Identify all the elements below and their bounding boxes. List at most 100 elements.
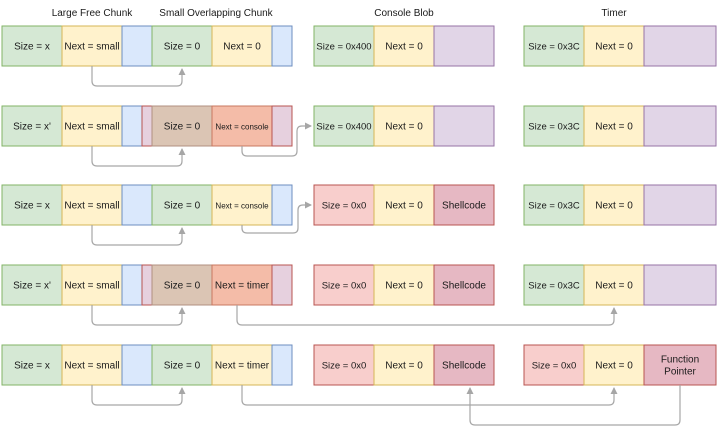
timer-data-cell-row-3 (643, 184, 717, 226)
next-cell-label-row-1: Next = small (64, 42, 119, 53)
size-cell-row-2 (1, 105, 63, 147)
data-cell-row-4 (121, 264, 143, 306)
console-size-cell-label-row-4: Size = 0x0 (322, 281, 367, 292)
small-data-cell-row-4 (271, 264, 293, 306)
small-size-cell-row-4 (151, 264, 213, 306)
function-pointer-to-shellcode-arrow (466, 385, 681, 426)
small-size-cell-label-row-2: Size = 0 (164, 122, 201, 133)
header-console-blob: Console Blob (374, 8, 434, 19)
small-data-cell-row-2 (271, 105, 293, 147)
header-large-free-chunk: Large Free Chunk (52, 8, 134, 19)
data-cell-row-3 (121, 184, 153, 226)
timer-next-cell-row-2 (583, 105, 645, 147)
next-small-arrow-row-1 (91, 66, 186, 87)
timer-size-cell-row-1 (523, 25, 585, 67)
next-cell-row-1 (61, 25, 123, 67)
header-small-overlapping-chunk: Small Overlapping Chunk (159, 8, 273, 19)
size-cell-label-row-2: Size = x' (13, 122, 51, 133)
next-console-arrow-row-3 (241, 201, 312, 234)
console-size-cell-row-3 (313, 184, 375, 226)
small-data-cell-row-5 (271, 344, 293, 386)
timer-data-cell-label-row-5-line-1: Function (661, 355, 699, 366)
console-data-cell-label-row-5: Shellcode (442, 361, 486, 372)
pointer-arrows (91, 66, 681, 426)
data-cell-row-2 (121, 105, 143, 147)
console-next-cell-row-5 (373, 344, 435, 386)
timer-data-cell-row-1 (643, 25, 717, 67)
timer-data-cell-row-4 (643, 264, 717, 306)
overlap-cell-row-2 (141, 105, 153, 147)
next-cell-label-row-5: Next = small (64, 361, 119, 372)
small-next-cell-label-row-2: Next = console (215, 123, 269, 132)
small-next-cell-label-row-1: Next = 0 (223, 42, 261, 53)
small-next-cell-label-row-3: Next = console (215, 202, 269, 211)
small-data-cell-row-3 (271, 184, 293, 226)
next-cell-row-5 (61, 344, 123, 386)
console-size-cell-label-row-1: Size = 0x400 (316, 42, 371, 53)
console-data-cell-label-row-4: Shellcode (442, 281, 486, 292)
console-size-cell-row-1 (313, 25, 375, 67)
size-cell-label-row-5: Size = x (14, 361, 50, 372)
timer-next-cell-row-3 (583, 184, 645, 226)
small-size-cell-row-5 (151, 344, 213, 386)
console-next-cell-row-3 (373, 184, 435, 226)
console-next-cell-row-4 (373, 264, 435, 306)
small-next-cell-row-2 (211, 105, 273, 147)
timer-next-cell-label-row-2: Next = 0 (595, 122, 633, 133)
timer-size-cell-row-5 (523, 344, 585, 386)
next-small-arrow-row-3 (91, 225, 186, 246)
console-data-cell-row-4 (433, 264, 495, 306)
small-next-cell-label-row-4: Next = timer (215, 281, 270, 292)
console-size-cell-label-row-2: Size = 0x400 (316, 122, 371, 133)
timer-next-cell-row-5 (583, 344, 645, 386)
console-next-cell-row-1 (373, 25, 435, 67)
console-data-cell-label-row-3: Shellcode (442, 201, 486, 212)
next-cell-row-3 (61, 184, 123, 226)
data-cell-row-5 (121, 344, 153, 386)
small-next-cell-label-row-5: Next = timer (215, 361, 270, 372)
timer-size-cell-label-row-4: Size = 0x3C (528, 281, 580, 292)
next-cell-label-row-2: Next = small (64, 122, 119, 133)
next-small-arrow-row-4 (91, 305, 186, 326)
console-next-cell-label-row-3: Next = 0 (385, 201, 423, 212)
console-size-cell-row-5 (313, 344, 375, 386)
next-cell-row-4 (61, 264, 123, 306)
console-next-cell-label-row-1: Next = 0 (385, 42, 423, 53)
small-size-cell-label-row-1: Size = 0 (164, 42, 201, 53)
timer-data-cell-label-row-5-line-2: Pointer (664, 367, 696, 378)
small-data-cell-row-1 (271, 25, 293, 67)
next-cell-row-2 (61, 105, 123, 147)
header-timer: Timer (601, 8, 627, 19)
timer-next-cell-row-1 (583, 25, 645, 67)
size-cell-row-5 (1, 344, 63, 386)
timer-size-cell-label-row-2: Size = 0x3C (528, 122, 580, 133)
small-size-cell-row-3 (151, 184, 213, 226)
next-small-arrow-row-2 (91, 146, 186, 167)
console-next-cell-label-row-2: Next = 0 (385, 122, 423, 133)
timer-next-cell-label-row-3: Next = 0 (595, 201, 633, 212)
timer-next-cell-row-4 (583, 264, 645, 306)
console-next-cell-label-row-4: Next = 0 (385, 281, 423, 292)
timer-next-cell-label-row-4: Next = 0 (595, 281, 633, 292)
small-size-cell-label-row-3: Size = 0 (164, 201, 201, 212)
size-cell-label-row-1: Size = x (14, 42, 50, 53)
console-next-cell-row-2 (373, 105, 435, 147)
console-size-cell-row-2 (313, 105, 375, 147)
size-cell-label-row-4: Size = x' (13, 281, 51, 292)
timer-next-cell-label-row-1: Next = 0 (595, 42, 633, 53)
next-timer-arrow-row-4 (236, 305, 618, 326)
console-data-cell-row-1 (433, 25, 495, 67)
data-cell-row-1 (121, 25, 153, 67)
overlap-cell-row-4 (141, 264, 153, 306)
timer-size-cell-label-row-3: Size = 0x3C (528, 201, 580, 212)
next-timer-arrow-row-5 (241, 385, 618, 406)
small-next-cell-row-4 (211, 264, 273, 306)
console-data-cell-row-3 (433, 184, 495, 226)
timer-size-cell-label-row-5: Size = 0x0 (532, 361, 577, 372)
console-next-cell-label-row-5: Next = 0 (385, 361, 423, 372)
next-cell-label-row-4: Next = small (64, 281, 119, 292)
next-small-arrow-row-5 (91, 385, 186, 406)
size-cell-label-row-3: Size = x (14, 201, 50, 212)
